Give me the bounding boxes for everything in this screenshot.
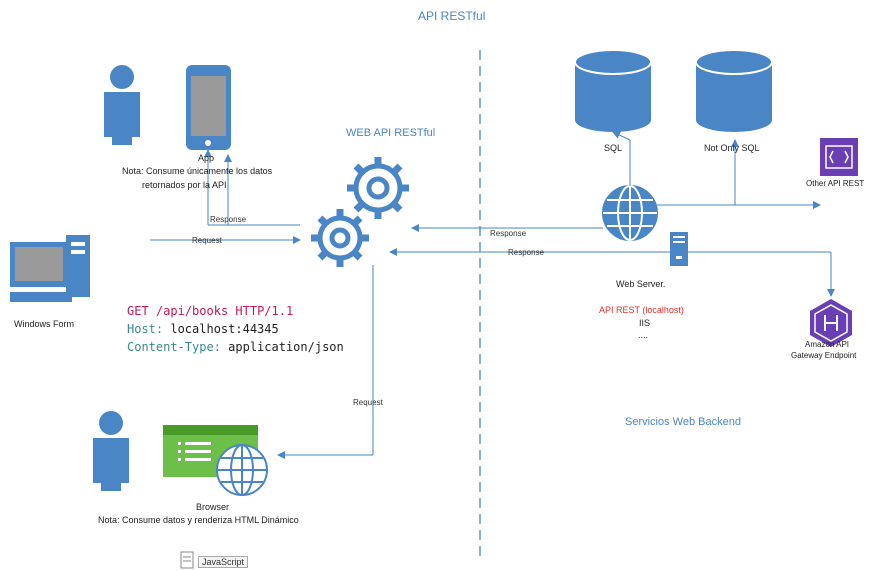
amazon-api-gateway-icon (810, 299, 852, 347)
diagram-title: API RESTful (418, 9, 486, 23)
user-icon-top (104, 65, 140, 145)
sql-database-icon (574, 49, 652, 132)
globe-icon-browser (216, 444, 268, 496)
request-label-browser: Request (353, 398, 383, 407)
js-file-icon (180, 551, 194, 569)
server-dots: .... (638, 330, 649, 340)
http-line-1: GET /api/books HTTP/1.1 (127, 302, 344, 320)
globe-icon-server (602, 185, 658, 241)
web-server-label: Web Server. (616, 279, 666, 289)
http-protocol: HTTP/1.1 (235, 304, 294, 318)
http-line-3: Content-Type: application/json (127, 338, 344, 356)
response-label-app: Response (210, 215, 247, 224)
gears-icon (311, 157, 409, 267)
desktop-computer-icon (10, 235, 90, 302)
nosql-label: Not Only SQL (704, 143, 760, 153)
other-api-icon (820, 138, 858, 176)
http-request-block: GET /api/books HTTP/1.1 Host: localhost:… (127, 302, 344, 356)
request-label-app: Request (192, 236, 222, 245)
response-label-upper: Response (490, 229, 527, 238)
javascript-label: JavaScript (198, 556, 249, 568)
user-icon-bottom (93, 411, 129, 491)
server-icon (670, 232, 688, 266)
app-label: App (198, 153, 215, 163)
browser-label: Browser (196, 502, 230, 512)
http-content-type-key: Content-Type: (127, 340, 221, 354)
http-content-type-value: application/json (228, 340, 344, 354)
connector-lines (150, 131, 835, 459)
iis-label: IIS (639, 318, 651, 328)
windows-form-label: Windows Form (14, 319, 75, 329)
other-api-label: Other API REST (806, 179, 865, 188)
response-label-lower: Response (508, 248, 545, 257)
http-path: /api/books (155, 304, 229, 318)
http-line-2: Host: localhost:44345 (127, 320, 344, 338)
smartphone-icon (186, 65, 231, 150)
app-note-line2: retornados por la API (142, 180, 227, 190)
backend-services-label: Servicios Web Backend (625, 416, 741, 428)
api-rest-localhost-label: API REST (localhost) (599, 305, 684, 315)
sql-label: SQL (604, 143, 623, 153)
web-api-label: WEB API RESTful (346, 127, 436, 139)
amazon-label-line2: Gateway Endpoint (791, 351, 857, 360)
http-method: GET (127, 304, 149, 318)
nosql-database-icon (695, 49, 773, 132)
amazon-label-line1: Amazon API (805, 340, 850, 349)
http-host-value: localhost:44345 (170, 322, 279, 336)
http-host-key: Host: (127, 322, 164, 336)
browser-note: Nota: Consume datos y renderiza HTML Din… (98, 515, 299, 525)
app-note-line1: Nota: Consume únicamente los datos (122, 166, 273, 176)
